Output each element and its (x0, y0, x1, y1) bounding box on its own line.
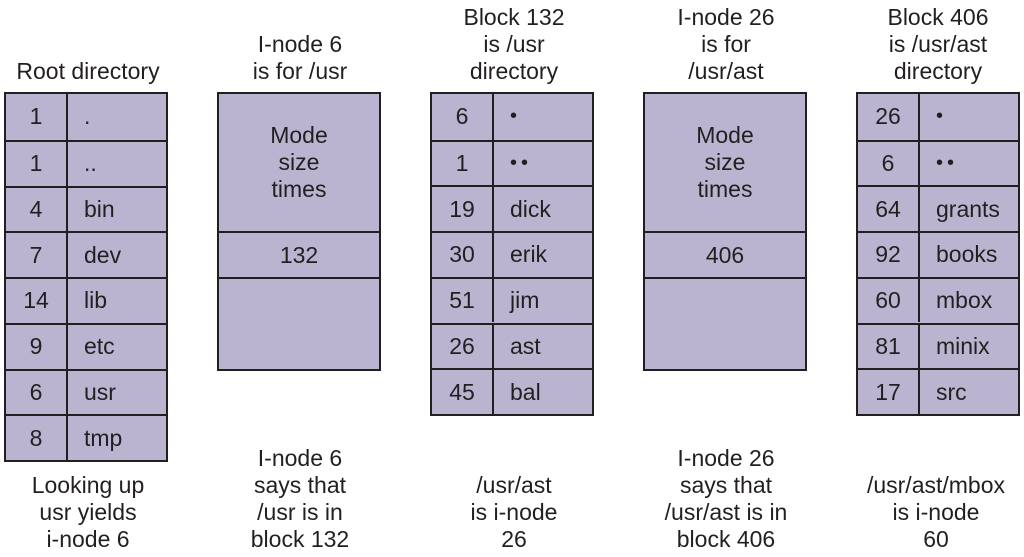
directory-entry: 17 src (858, 368, 1018, 414)
directory-entry: 92 books (858, 231, 1018, 277)
directory-entry: 1. (6, 94, 166, 140)
directory-entry: 4 bin (6, 185, 166, 232)
inode-number: 1 (6, 141, 68, 186)
block406-table: 26 • 6 •• 64 grants 92 books 60 mbox 81 minix 17 src (856, 92, 1020, 416)
entry-name: mbox (936, 287, 993, 314)
inode-number: 30 (432, 233, 494, 277)
directory-entry: 60 mbox (858, 276, 1018, 323)
entry-name: • (510, 105, 522, 128)
block406-caption: /usr/ast/mbox is i-node 60 (866, 472, 1006, 552)
directory-entry: 45 bal (432, 368, 592, 414)
directory-entry: 8 tmp (6, 414, 166, 460)
inode26-box: Mode size times 406 (643, 92, 807, 371)
entry-name: tmp (84, 424, 123, 451)
entry-name: . (84, 103, 91, 130)
inode-number: 6 (858, 141, 920, 186)
entry-name: grants (936, 195, 1000, 222)
directory-entry: 81 minix (858, 322, 1018, 369)
inode6-box: Mode size times 132 (217, 92, 381, 371)
block406-title: Block 406 is /usr/ast directory (887, 4, 989, 84)
root-directory-caption: Looking up usr yields i-node 6 (31, 472, 145, 552)
inode6-block-address: 132 (219, 231, 379, 279)
directory-entry: 6 •• (858, 139, 1018, 186)
directory-entry: 26 • (858, 94, 1018, 140)
inode-number: 14 (6, 279, 68, 323)
directory-entry: 7 dev (6, 231, 166, 277)
entry-name: bin (84, 195, 115, 222)
inode6-mode-fields: Mode size times (270, 122, 328, 202)
inode26-block-address: 406 (645, 231, 805, 279)
inode-number: 4 (6, 187, 68, 232)
entry-name: bal (510, 378, 541, 405)
entry-name: jim (510, 287, 540, 314)
entry-name: • (936, 105, 948, 128)
directory-entry: 19 dick (432, 185, 592, 232)
directory-entry: 64 grants (858, 185, 1018, 232)
inode6-title: I-node 6 is for /usr (252, 31, 348, 84)
inode-number: 26 (858, 94, 920, 140)
directory-entry: 14 lib (6, 277, 166, 323)
directory-entry: 6 usr (6, 368, 166, 415)
inode6-caption: I-node 6 says that /usr is in block 132 (250, 445, 350, 552)
inode-number: 7 (6, 233, 68, 277)
inode-number: 6 (6, 370, 68, 415)
inode-number: 26 (432, 324, 494, 369)
entry-name: ast (510, 332, 541, 359)
directory-entry: 26 ast (432, 322, 592, 369)
directory-entry: 9 etc (6, 322, 166, 369)
entry-name: etc (84, 333, 115, 360)
directory-entry: 1.. (6, 139, 166, 186)
entry-name: dev (84, 241, 122, 268)
entry-name: •• (510, 152, 533, 175)
entry-name: dick (510, 195, 551, 222)
directory-entry: 6• (432, 94, 592, 140)
inode26-caption: I-node 26 says that /usr/ast is in block… (664, 445, 788, 552)
inode-number: 1 (432, 141, 494, 186)
entry-name: •• (936, 152, 959, 175)
directory-entry: 51 jim (432, 276, 592, 323)
inode-number: 1 (6, 94, 68, 140)
inode26-title: I-node 26 is for /usr/ast (677, 4, 775, 84)
inode-number: 51 (432, 278, 494, 323)
block132-title: Block 132 is /usr directory (463, 4, 565, 84)
directory-entry: 30 erik (432, 231, 592, 277)
inode26-mode-fields: Mode size times (696, 122, 754, 202)
inode-number: 60 (858, 278, 920, 323)
root-directory-title: Root directory (16, 58, 160, 84)
entry-name: erik (510, 241, 548, 268)
inode-number: 64 (858, 187, 920, 232)
entry-name: minix (936, 332, 990, 359)
inode-number: 9 (6, 324, 68, 369)
directory-entry: 1 •• (432, 139, 592, 186)
block132-caption: /usr/ast is i-node 26 (470, 472, 558, 552)
inode-number: 17 (858, 370, 920, 414)
entry-name: src (936, 378, 967, 405)
entry-name: books (936, 241, 998, 268)
inode-number: 19 (432, 187, 494, 232)
entry-name: .. (84, 150, 97, 177)
inode-number: 6 (432, 94, 494, 140)
entry-name: usr (84, 378, 116, 405)
inode-number: 8 (6, 416, 68, 460)
inode-number: 81 (858, 324, 920, 369)
inode-number: 92 (858, 233, 920, 277)
inode-number: 45 (432, 370, 494, 414)
entry-name: lib (84, 287, 108, 314)
